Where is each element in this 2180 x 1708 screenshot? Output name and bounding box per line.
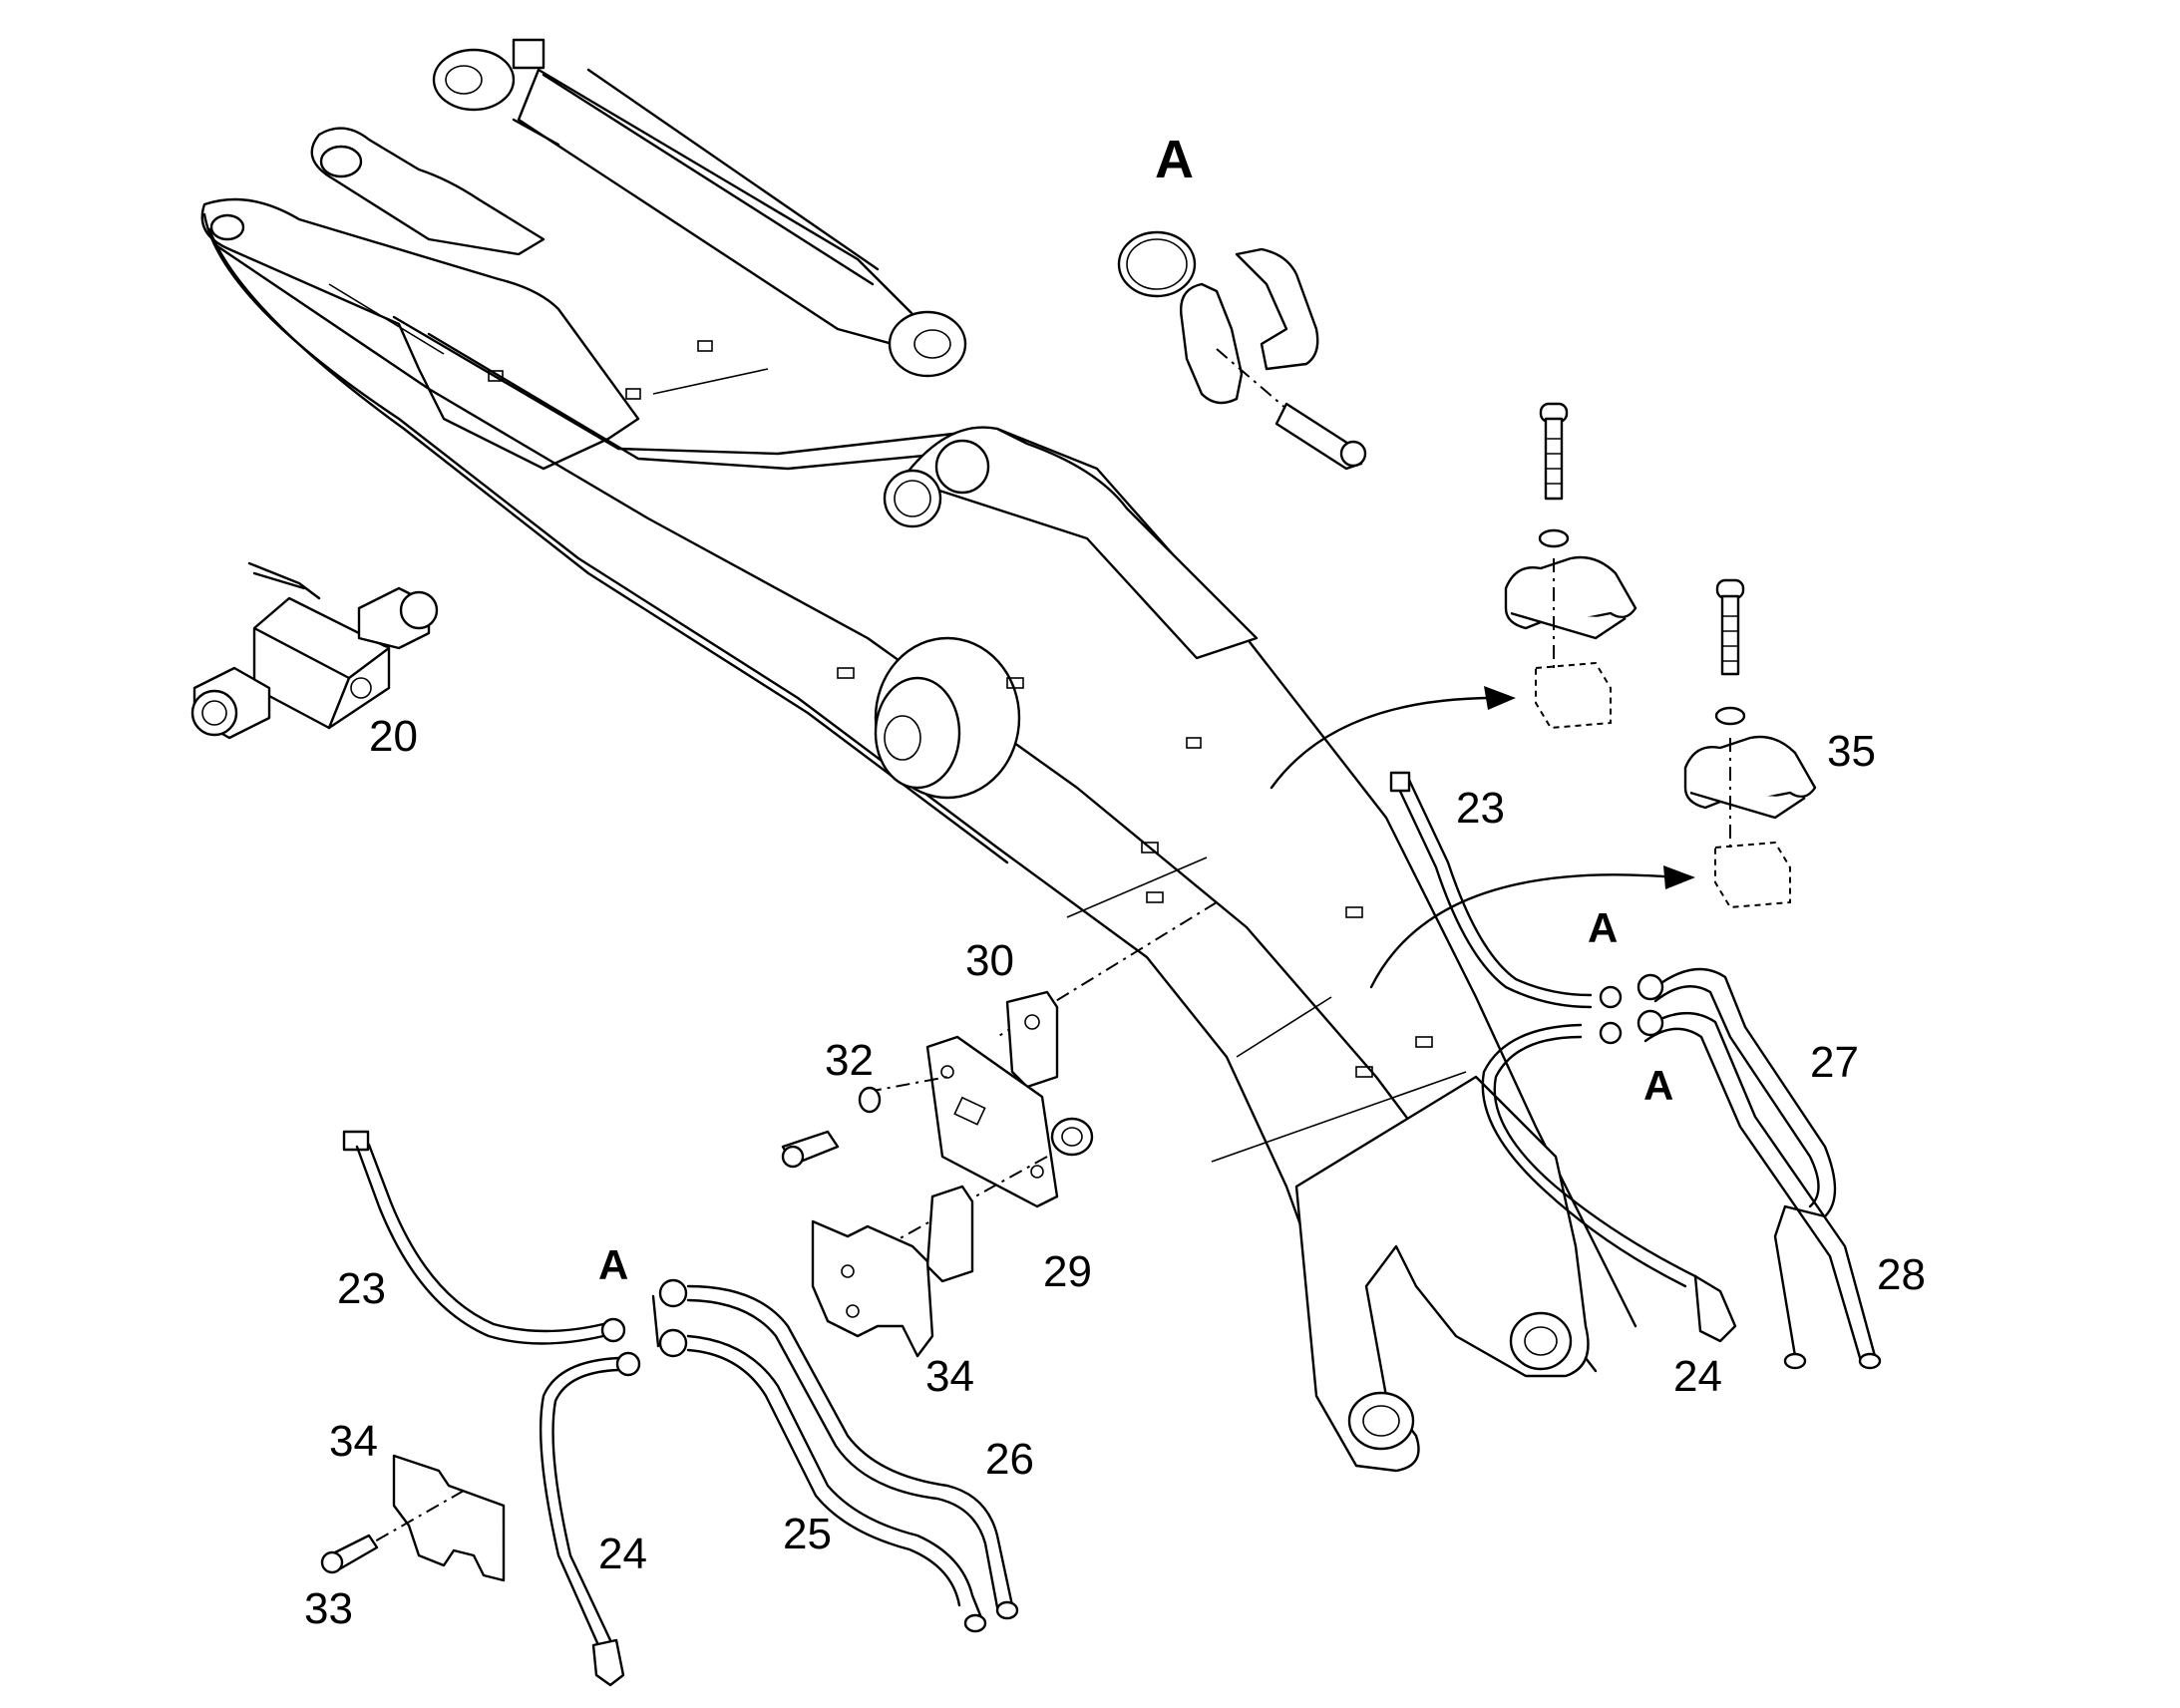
- part-label-33: 33: [304, 1584, 353, 1633]
- part-label-27: 27: [1810, 1038, 1859, 1087]
- part-label-30: 30: [965, 936, 1014, 985]
- part-label-26: 26: [985, 1435, 1034, 1484]
- clamp-assembly-35: [1683, 578, 1817, 909]
- part-label-23-right: 23: [1456, 784, 1505, 833]
- callout-arrows: [1270, 686, 1695, 989]
- part-label-34-left: 34: [329, 1417, 378, 1466]
- part-label-28: 28: [1877, 1250, 1926, 1299]
- detail-marker-a-left: A: [598, 1241, 628, 1288]
- valve-block: [190, 561, 439, 740]
- part-label-20: 20: [369, 712, 418, 761]
- detail-marker-a-lower: A: [1643, 1062, 1673, 1109]
- detail-marker-a-upper: A: [1588, 904, 1618, 951]
- boom-arm: [200, 127, 1637, 1473]
- upper-clamp-assembly: [1504, 402, 1637, 730]
- part-label-34-center: 34: [925, 1352, 974, 1401]
- part-label-29: 29: [1043, 1247, 1092, 1296]
- hydraulic-cylinder: [432, 38, 967, 378]
- part-label-35: 35: [1827, 727, 1876, 776]
- right-hoses: [1389, 771, 1882, 1370]
- part-label-24-right: 24: [1673, 1352, 1722, 1401]
- detail-a-title: A: [1155, 130, 1194, 189]
- center-bracket-assembly: [781, 901, 1218, 1358]
- part-label-24-left: 24: [598, 1530, 647, 1578]
- detail-a-flange: A: [1117, 130, 1367, 471]
- left-hoses: [320, 1130, 1019, 1687]
- part-labels: 20 23 35 27 28 24 30 32 29 34 23 26 25 2…: [304, 712, 1926, 1633]
- part-label-32: 32: [825, 1036, 874, 1085]
- part-label-25: 25: [783, 1510, 832, 1558]
- part-label-23-left: 23: [337, 1264, 386, 1313]
